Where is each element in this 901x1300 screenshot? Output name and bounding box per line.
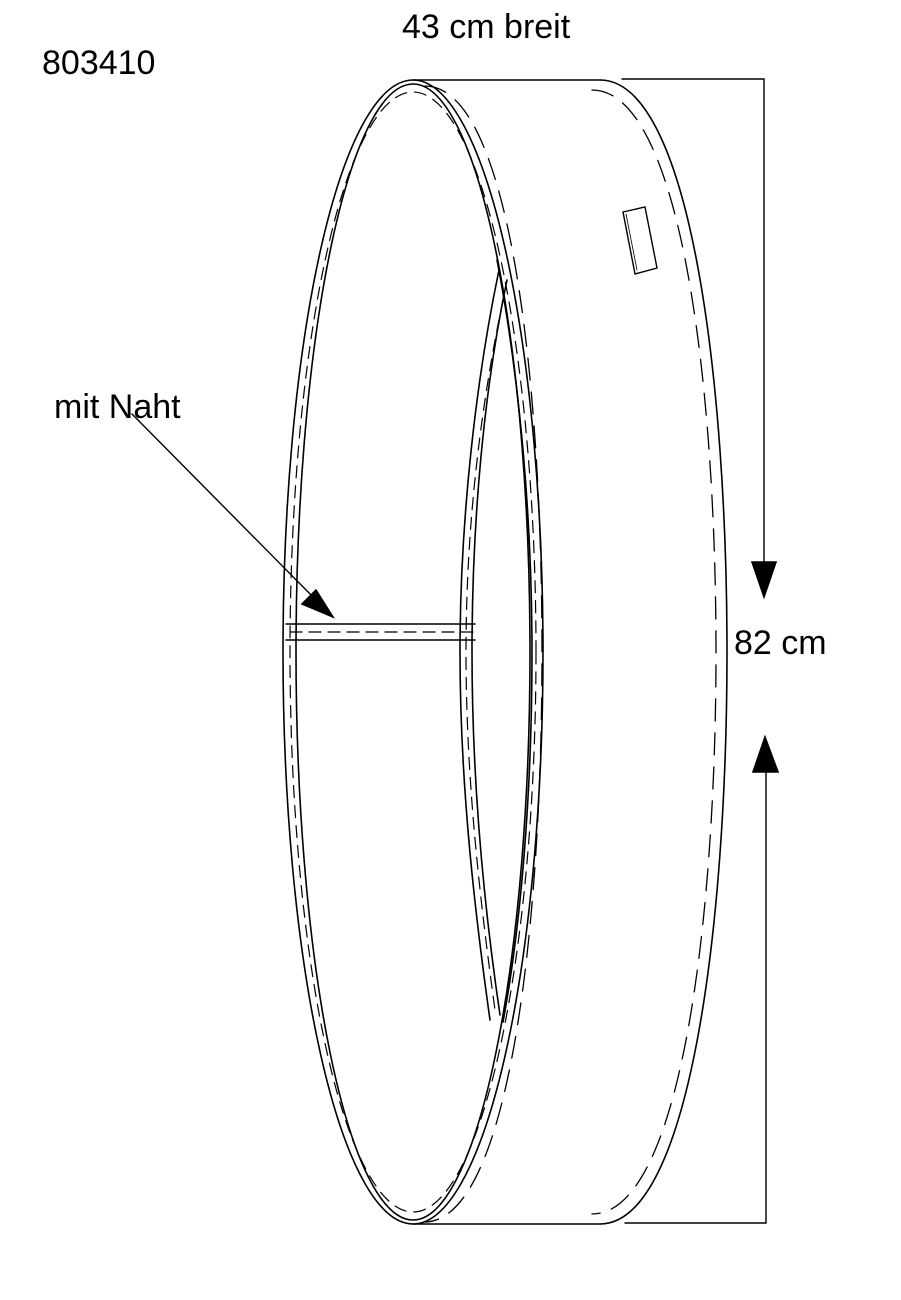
height-dimension-label: 82 cm [734, 624, 827, 662]
seam-pointer-line [131, 413, 319, 603]
width-dimension-label: 43 cm breit [402, 8, 571, 46]
front-outer-rim [282, 79, 544, 1225]
inner-hole-rim-inner [471, 279, 508, 1016]
seam-label: mit Naht [54, 388, 181, 426]
front-inner-rim [295, 83, 531, 1221]
band-front-stitching [424, 85, 543, 1223]
back-outer-arc [599, 79, 728, 1225]
inner-band-edge [496, 259, 533, 1023]
article-number: 803410 [42, 44, 156, 82]
seam-pointer-arrowhead [300, 588, 336, 619]
handle-patch-inner [625, 213, 638, 271]
handle-patch [622, 206, 658, 275]
height-arrow-down [750, 561, 778, 600]
height-arrow-up [751, 734, 780, 773]
back-stitching [591, 89, 717, 1215]
inner-stitching [465, 299, 504, 1011]
inner-hole-rim [459, 269, 500, 1021]
front-stitching [289, 91, 537, 1213]
